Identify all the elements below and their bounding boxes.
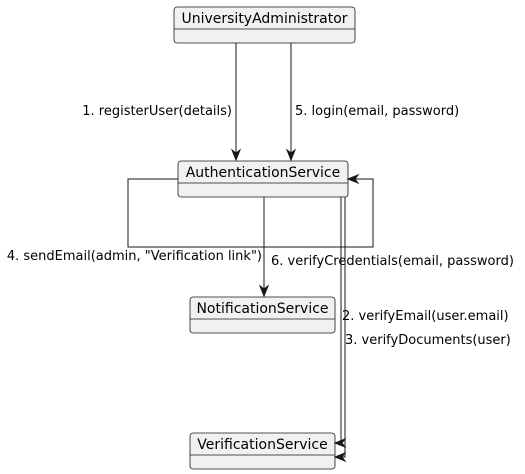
message-register-user[interactable]: 1. registerUser(details)	[82, 43, 242, 162]
message-verify-credentials[interactable]: 6. verifyCredentials(email, password)	[127, 173, 514, 269]
participant-name: VerificationService	[197, 437, 327, 453]
edge-label: 2. verifyEmail(user.email)	[342, 309, 509, 324]
arrow-head	[230, 148, 242, 162]
participant-box	[173, 6, 356, 44]
message-send-email[interactable]: 4. sendEmail(admin, "Verification link")	[7, 197, 270, 298]
message-login[interactable]: 5. login(email, password)	[285, 43, 459, 162]
participant-box	[189, 296, 336, 334]
edge-label: 5. login(email, password)	[295, 104, 459, 119]
arrow-head	[333, 451, 347, 463]
participant-name: AuthenticationService	[186, 165, 341, 181]
edge-line	[127, 178, 374, 248]
edge-label: 4. sendEmail(admin, "Verification link")	[7, 249, 262, 264]
participant-authentication-service[interactable]: AuthenticationService	[177, 160, 349, 198]
participant-box	[189, 432, 336, 470]
arrow-head	[285, 148, 297, 162]
participant-university-administrator[interactable]: UniversityAdministrator	[173, 6, 356, 44]
edge-label: 1. registerUser(details)	[82, 104, 232, 119]
edge-label: 3. verifyDocuments(user)	[345, 333, 511, 348]
arrow-head	[258, 284, 270, 298]
participant-verification-service[interactable]: VerificationService	[189, 432, 336, 470]
arrow-head	[333, 437, 347, 449]
arrow-head	[346, 173, 360, 185]
edge-line	[340, 197, 342, 444]
edge-label: 6. verifyCredentials(email, password)	[271, 254, 514, 269]
participant-notification-service[interactable]: NotificationService	[189, 296, 336, 334]
message-verify-email[interactable]: 2. verifyEmail(user.email)	[333, 197, 509, 449]
participant-name: NotificationService	[196, 301, 328, 317]
participant-name: UniversityAdministrator	[181, 11, 347, 27]
message-verify-documents[interactable]: 3. verifyDocuments(user)	[333, 197, 511, 463]
